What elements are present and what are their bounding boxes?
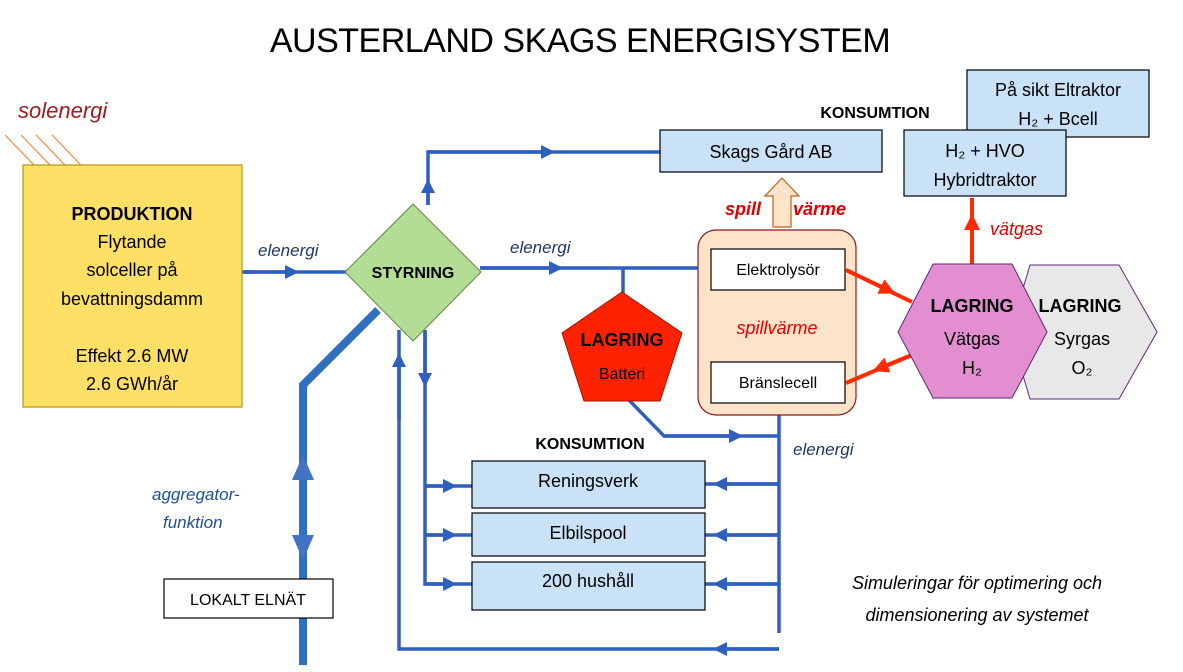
consumer-200-hushall[interactable]: 200 hushåll [471, 561, 706, 611]
control-label: STYRNING [372, 265, 455, 282]
waste-heat-arrow-icon [763, 177, 801, 228]
oxygen-line1: Syrgas [1054, 329, 1110, 349]
waste-heat-label-right: värme [793, 199, 846, 219]
simulation-note-line2: dimensionering av systemet [865, 605, 1089, 625]
fuel-cell-label: Bränslecell [739, 375, 817, 392]
battery-heading: LAGRING [581, 330, 664, 350]
consumer-label: Reningsverk [538, 471, 639, 491]
flow-label-prod-control: elenergi [258, 241, 320, 260]
flow-label-control-conversion: elenergi [510, 238, 572, 257]
oxygen-line2: O₂ [1072, 358, 1093, 378]
wires [242, 145, 781, 665]
diagram-title: AUSTERLAND SKAGS ENERGISYSTEM [270, 22, 890, 60]
wire-bottom-return [397, 330, 779, 651]
aggregator-label-line2: funktion [163, 513, 223, 532]
production-box[interactable]: PRODUKTION Flytande solceller på bevattn… [22, 164, 243, 408]
simulation-note-line1: Simuleringar för optimering och [852, 573, 1102, 593]
production-line: bevattningsdamm [61, 289, 203, 309]
production-line: solceller på [86, 260, 178, 280]
aggregator-arrows-icon [292, 455, 314, 560]
hydrogen-storage[interactable]: LAGRING Vätgas H₂ [897, 263, 1048, 399]
solar-energy-label: solenergi [18, 98, 108, 123]
fuel-cell-box[interactable]: Bränslecell [710, 361, 846, 404]
production-line: Flytande [97, 232, 166, 252]
future-tractor-line2: H₂ + Bcell [1018, 109, 1098, 129]
future-electric-tractor-box[interactable]: På sikt Eltraktor H₂ + Bcell [966, 69, 1150, 138]
hydrogen-line2: H₂ [962, 358, 982, 378]
waste-heat-label-left: spill [725, 199, 762, 219]
control-node[interactable]: STYRNING [344, 203, 482, 342]
hydrogen-flow-label: vätgas [990, 219, 1043, 239]
hybrid-tractor-line2: Hybridtraktor [933, 170, 1036, 190]
waste-heat-internal-label: spillvärme [736, 318, 817, 338]
wire-control-consumers [423, 330, 472, 586]
consumer-elbilspool[interactable]: Elbilspool [471, 512, 706, 557]
electrolyser-box[interactable]: Elektrolysör [710, 248, 846, 291]
aggregator-label-line1: aggregator- [152, 485, 240, 504]
wire-aggregator [299, 307, 381, 665]
battery-label: Batteri [599, 366, 645, 383]
production-heading: PRODUKTION [72, 204, 193, 224]
wire-control-farm [426, 150, 662, 205]
battery-storage[interactable]: LAGRING Batteri [561, 291, 683, 402]
flow-label-return-bus: elenergi [793, 440, 855, 459]
consumer-reningsverk[interactable]: Reningsverk [471, 460, 706, 509]
consumer-skags-gard[interactable]: Skags Gård AB [659, 129, 883, 173]
future-tractor-line1: På sikt Eltraktor [995, 80, 1121, 100]
production-annual-energy: 2.6 GWh/år [86, 374, 178, 394]
local-grid-box[interactable]: LOKALT ELNÄT [163, 578, 334, 619]
local-grid-label: LOKALT ELNÄT [190, 591, 306, 609]
production-capacity: Effekt 2.6 MW [76, 346, 189, 366]
electrolyser-label: Elektrolysör [736, 262, 820, 279]
consumer-label: Skags Gård AB [709, 142, 832, 162]
hybrid-tractor-line1: H₂ + HVO [945, 141, 1025, 161]
hybrid-tractor-box[interactable]: H₂ + HVO Hybridtraktor [903, 129, 1067, 197]
hydrogen-line1: Vätgas [944, 329, 1000, 349]
consumption-top-heading: KONSUMTION [820, 105, 929, 122]
consumer-label: Elbilspool [549, 523, 626, 543]
consumer-label: 200 hushåll [542, 571, 634, 591]
oxygen-heading: LAGRING [1039, 296, 1122, 316]
consumption-bottom-heading: KONSUMTION [535, 436, 644, 453]
hydrogen-heading: LAGRING [931, 296, 1014, 316]
oxygen-storage[interactable]: LAGRING Syrgas O₂ [1009, 264, 1158, 400]
